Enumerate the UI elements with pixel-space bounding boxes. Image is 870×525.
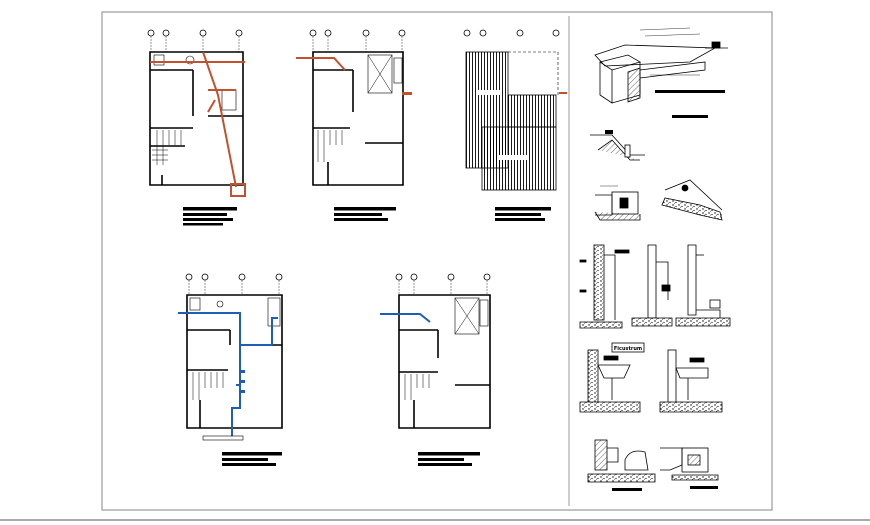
detail-pipe-connection-1 (590, 130, 645, 161)
detail-toilet-section (587, 439, 656, 491)
sheet-frame (101, 11, 773, 511)
plan-5-title-block (418, 452, 480, 466)
plan-1-title-block (183, 207, 237, 226)
detail-sheet-header: Ficustrum (614, 346, 642, 352)
plan-1-sewer-lines (150, 51, 245, 188)
plan-2-sewer (296, 29, 412, 221)
plan-4-title-block (222, 452, 282, 466)
detail-sheet-header-box (611, 342, 645, 353)
detail-sink-section-2 (659, 349, 723, 413)
plan-1-grid-bubbles (147, 29, 243, 37)
plan-1-sewer (147, 29, 246, 226)
plan-2-sewer-lines (296, 57, 346, 71)
plan-1-stair (152, 130, 182, 165)
plan-3-roof (463, 29, 567, 221)
plan-5-water-lines (380, 313, 431, 323)
detail-pipe-connection-2 (594, 185, 641, 221)
detail-wall-section-3 (675, 244, 731, 327)
detail-pipe-connection-3 (661, 179, 723, 221)
plan-2-title-block (334, 207, 396, 221)
plan-1-fixtures (153, 54, 237, 111)
plan-5-water (380, 273, 491, 466)
plan-4-water (178, 273, 283, 466)
detail-register-box-section (660, 447, 719, 489)
plan-1-inspection-box (230, 183, 246, 197)
detail-wall-section-1 (579, 244, 630, 329)
plan-4-water-lines (178, 312, 278, 440)
detail-sewer-box-isometric (594, 27, 728, 118)
detail-sink-section-1 (579, 349, 641, 413)
plan-3-title-block (495, 207, 551, 221)
detail-wall-section-2 (631, 244, 673, 327)
plan-1-walls (149, 51, 244, 186)
plan-2-shaft (367, 54, 393, 94)
